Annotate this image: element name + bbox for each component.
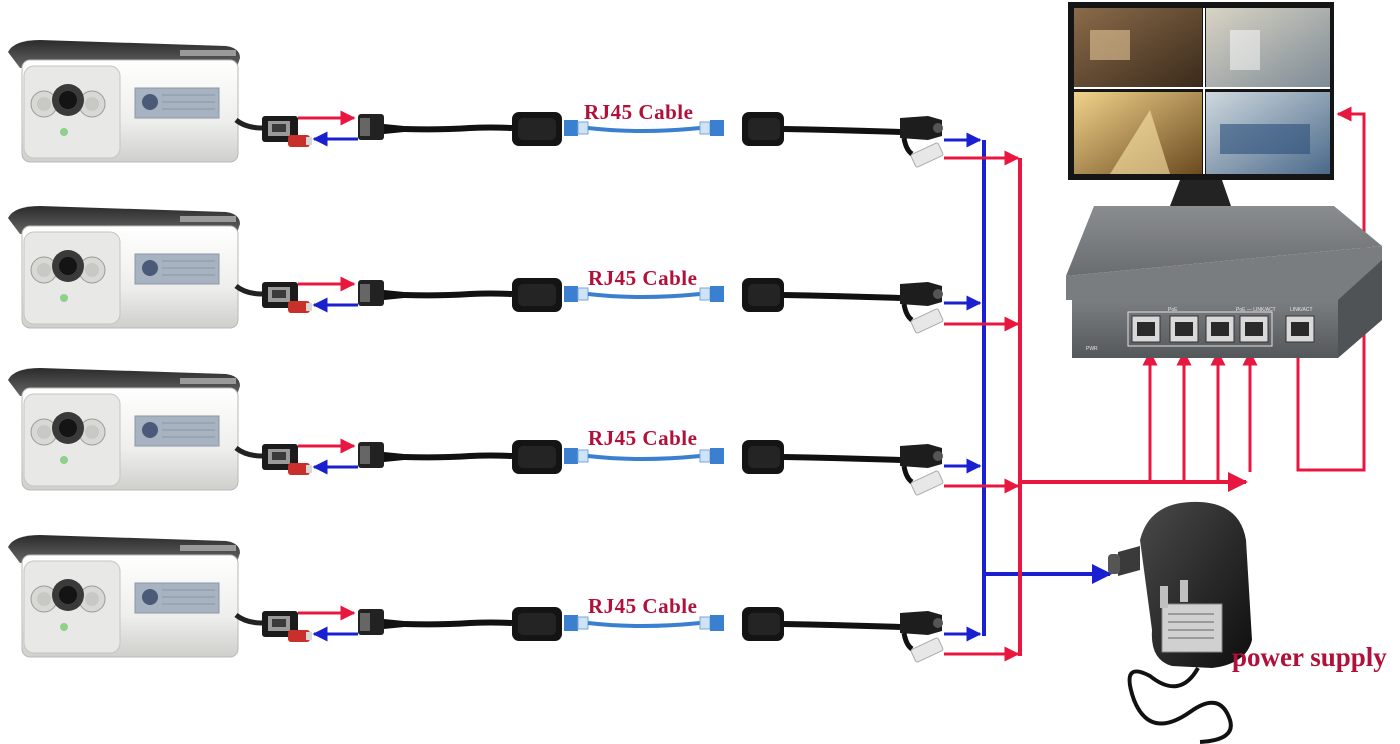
data-bus xyxy=(944,106,1366,662)
power-supply-label: power supply xyxy=(1232,642,1387,672)
cable-label-1: RJ45 Cable xyxy=(584,100,694,124)
switch-port xyxy=(1131,315,1161,343)
switch-port xyxy=(1169,315,1199,343)
switch-poe-label: PoE xyxy=(1168,307,1178,313)
switch-port xyxy=(1205,315,1235,343)
monitor-icon xyxy=(1068,2,1334,232)
switch-power-indicator: PWR xyxy=(1086,346,1098,352)
uplink-port xyxy=(1285,315,1315,343)
switch-link-label: PoE — LINK/ACT xyxy=(1236,307,1276,313)
cable-label-3: RJ45 Cable xyxy=(588,426,698,450)
poe-switch-icon: PoE PoE — LINK/ACT LINK/ACT PWR xyxy=(1066,206,1382,358)
switch-port xyxy=(1239,315,1269,343)
switch-uplink-label: LINK/ACT xyxy=(1290,307,1313,313)
power-bus xyxy=(944,132,1112,642)
cable-label-4: RJ45 Cable xyxy=(588,594,698,618)
power-adapter-icon xyxy=(1108,501,1252,744)
cable-label-2: RJ45 Cable xyxy=(588,266,698,290)
